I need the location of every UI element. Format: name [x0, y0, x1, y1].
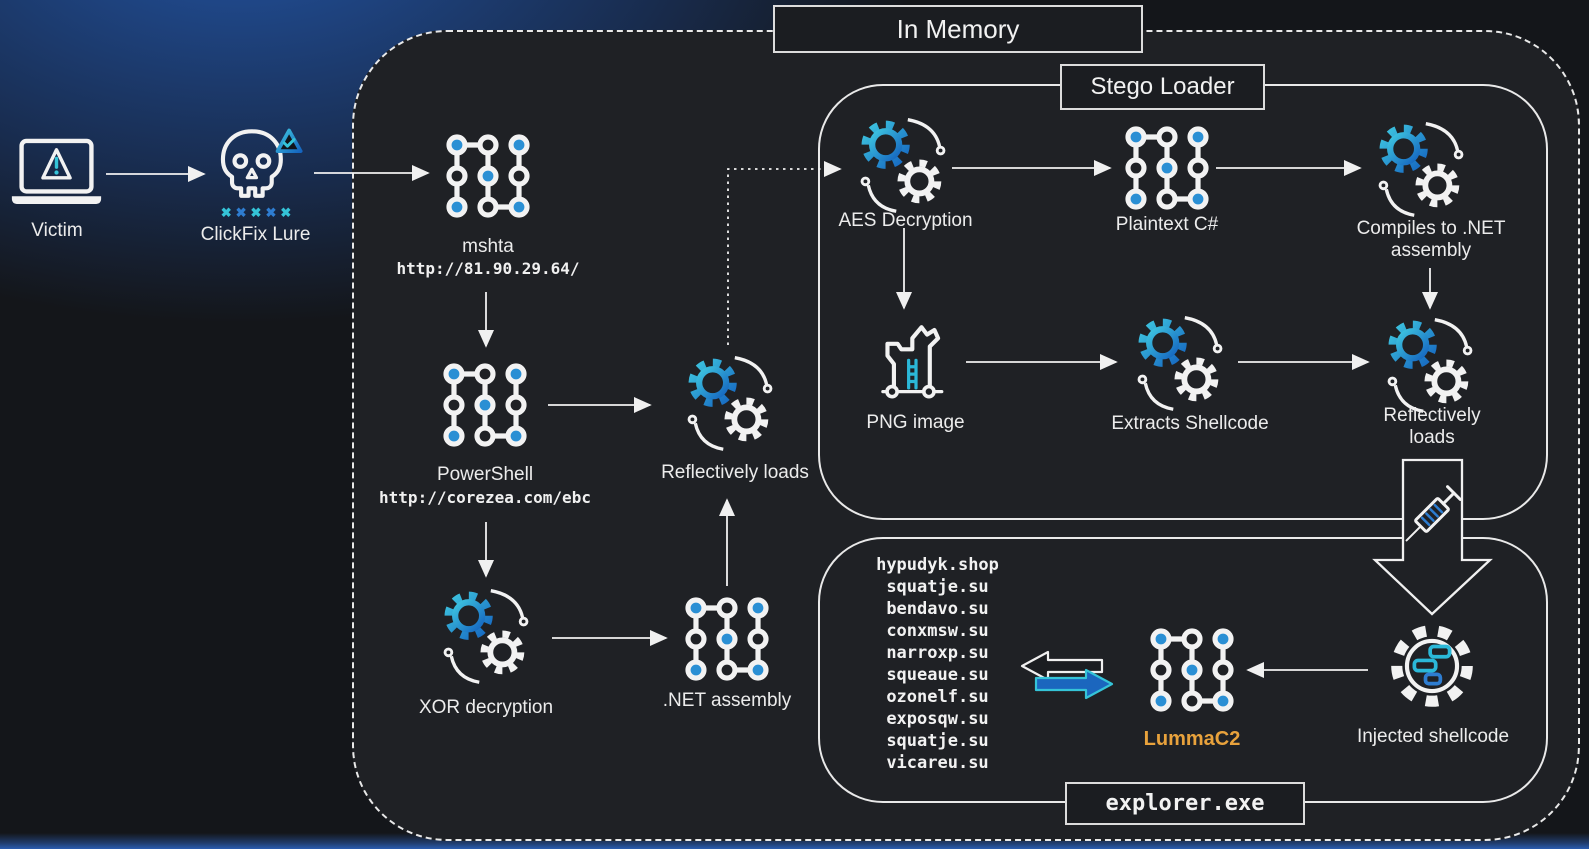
- c2-domain: exposqw.su: [886, 709, 989, 729]
- compiles-net-node: [1368, 116, 1474, 227]
- injected-shellcode-node: [1381, 615, 1483, 722]
- c2-domain: narroxp.su: [886, 643, 989, 663]
- net-assembly-label: .NET assembly: [662, 690, 792, 711]
- gears-icon: [1368, 116, 1474, 222]
- victim-label: Victim: [31, 220, 83, 241]
- reflectively-loads-label: Reflectively loads: [661, 462, 809, 483]
- aes-decryption-node: [850, 112, 956, 223]
- gears-icon: [433, 583, 539, 689]
- script-nodes-icon: [1120, 121, 1214, 215]
- c2-domain: vicareu.su: [886, 753, 989, 773]
- clickfix-label: ClickFix Lure: [200, 224, 311, 245]
- laptop-icon: [8, 138, 105, 208]
- script-nodes-icon: [1145, 623, 1239, 717]
- explorer-title: explorer.exe: [1065, 782, 1305, 825]
- injected-shellcode-label: Injected shellcode: [1356, 726, 1510, 747]
- powershell-node: [438, 358, 532, 457]
- powershell-url: http://corezea.com/ebc: [379, 488, 591, 507]
- mshta-url: http://81.90.29.64/: [396, 259, 580, 278]
- skull-icon: [212, 128, 305, 214]
- net-assembly-node: [680, 592, 774, 691]
- script-nodes-icon: [680, 592, 774, 686]
- gears-icon: [1127, 310, 1233, 416]
- in-memory-title: In Memory: [773, 5, 1143, 53]
- plaintext-cs-node: [1120, 121, 1214, 220]
- gears-icon: [850, 112, 956, 218]
- c2-domain: bendavo.su: [886, 599, 989, 619]
- compiles-net-label: Compiles to .NET assembly: [1356, 218, 1506, 261]
- mshta-label: mshta: [462, 236, 514, 257]
- png-image-node: [870, 318, 962, 415]
- lummac2-label: LummaC2: [1143, 728, 1241, 750]
- script-nodes-icon: [441, 129, 535, 223]
- mshta-node: [441, 129, 535, 228]
- stego-loader-label: Stego Loader: [1090, 73, 1235, 100]
- in-memory-label: In Memory: [896, 13, 1020, 44]
- clickfix-password-dots: ✖✖✖✖✖: [220, 205, 296, 220]
- reflectively-loads2-label: Reflectively loads: [1383, 405, 1481, 448]
- lummac2-node: [1145, 623, 1239, 722]
- shellcode-gear-icon: [1381, 615, 1483, 717]
- c2-domain: conxmsw.su: [886, 621, 989, 641]
- reflectively-loads-node: [677, 350, 783, 461]
- explorer-label: explorer.exe: [1105, 791, 1265, 816]
- xor-decryption-node: [433, 583, 539, 694]
- plaintext-cs-label: Plaintext C#: [1115, 214, 1219, 235]
- c2-domain: squatje.su: [886, 577, 989, 597]
- victim-node: [8, 138, 105, 213]
- script-nodes-icon: [438, 358, 532, 452]
- c2-domain: squeaue.su: [886, 665, 989, 685]
- c2-domain-list: hypudyk.shop squatje.su bendavo.su conxm…: [845, 554, 1030, 774]
- powershell-label: PowerShell: [436, 464, 534, 485]
- png-image-label: PNG image: [866, 412, 965, 433]
- gears-icon: [1377, 312, 1483, 418]
- c2-domain: ozonelf.su: [886, 687, 989, 707]
- aes-decryption-label: AES Decryption: [838, 210, 973, 231]
- extracts-shellcode-node: [1127, 310, 1233, 421]
- extracts-shellcode-label: Extracts Shellcode: [1111, 413, 1269, 434]
- in-memory-container: [352, 30, 1580, 841]
- gears-icon: [677, 350, 783, 456]
- c2-domain: hypudyk.shop: [876, 555, 999, 575]
- stego-loader-title: Stego Loader: [1060, 64, 1265, 110]
- xor-decryption-label: XOR decryption: [418, 697, 554, 718]
- c2-domain: squatje.su: [886, 731, 989, 751]
- trojan-horse-icon: [870, 318, 962, 410]
